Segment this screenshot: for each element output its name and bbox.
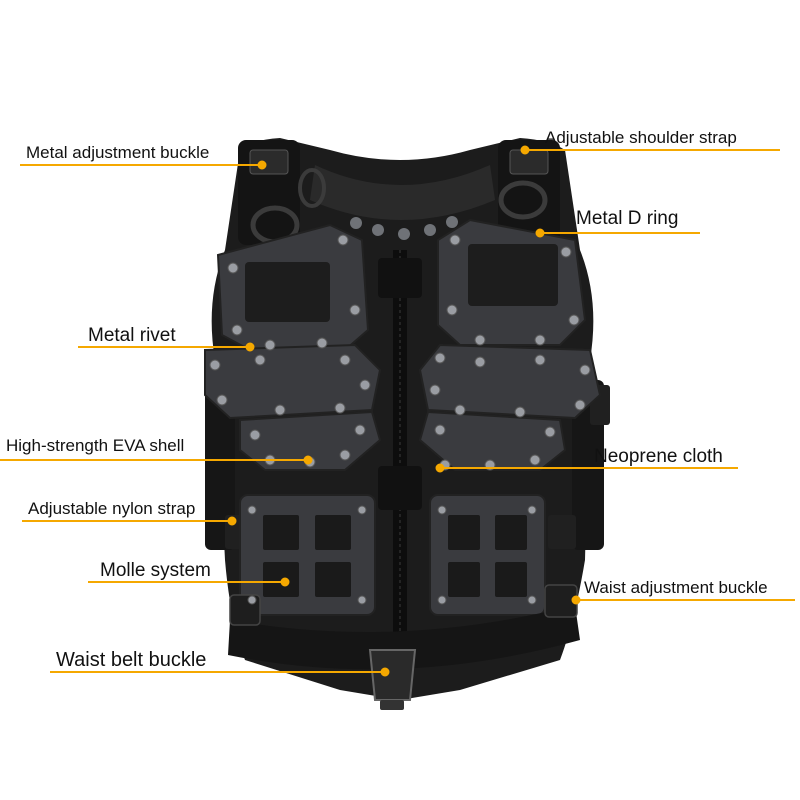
right-d-ring: [498, 180, 548, 220]
callout-high-strength-eva-shell: High-strength EVA shell: [6, 436, 185, 455]
zipper-mid-tab: [378, 466, 422, 510]
left-side-panel: [205, 380, 235, 550]
collar-rivets: [350, 216, 458, 240]
left-mid-plate: [204, 343, 382, 420]
callout-metal-adjustment-buckle: Metal adjustment buckle: [26, 143, 210, 162]
right-mid-plate: [418, 343, 602, 420]
callout-molle-system: Molle system: [100, 560, 211, 581]
collar: [310, 165, 495, 220]
right-molle-straps: [448, 515, 527, 597]
callout-adjustable-nylon-strap: Adjustable nylon strap: [28, 499, 196, 518]
callout-adjustable-shoulder-strap: Adjustable shoulder strap: [545, 128, 737, 147]
right-side-strap: [548, 515, 576, 549]
callout-metal-rivet: Metal rivet: [88, 325, 176, 346]
zipper-top-tab: [378, 258, 422, 298]
right-molle-pouch: [429, 494, 546, 616]
waist-belt: [228, 605, 580, 670]
left-chest-velcro: [245, 262, 330, 322]
left-shoulder-ring: [298, 168, 326, 208]
callout-waist-belt-buckle: Waist belt buckle: [56, 649, 207, 671]
callout-metal-d-ring: Metal D ring: [576, 208, 679, 229]
callout-neoprene-cloth: Neoprene cloth: [594, 446, 723, 467]
right-chest-velcro: [468, 244, 558, 306]
left-strap-buckle: [249, 149, 289, 175]
left-molle-straps: [263, 515, 351, 597]
right-lower-plate: [418, 410, 567, 471]
callout-waist-adjustment-buckle: Waist adjustment buckle: [584, 578, 768, 597]
callout-lines: [0, 145, 795, 677]
belt-buckle: [368, 649, 417, 701]
right-strap-buckle: [509, 149, 549, 175]
